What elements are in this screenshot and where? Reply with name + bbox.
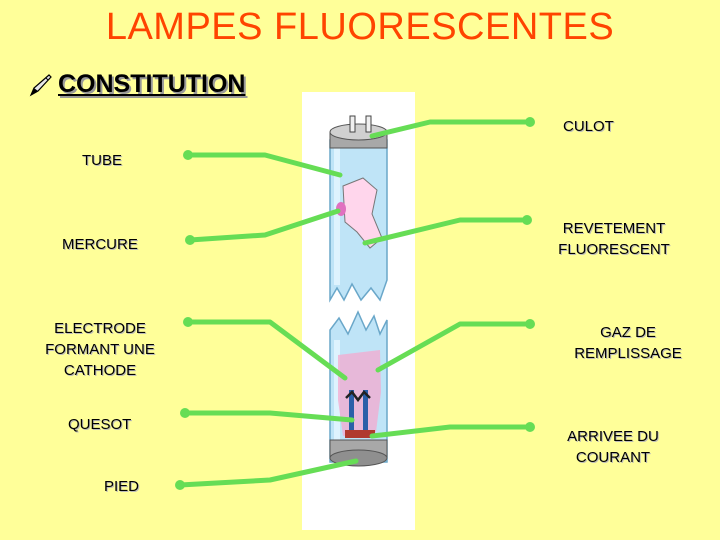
leader-lines — [177, 119, 533, 488]
leader-revetement — [362, 217, 530, 246]
label-arrivee-line2: COURANT — [575, 449, 651, 466]
label-electrode-line2: FORMANT UNE — [45, 341, 155, 358]
label-culot: CULOT — [563, 118, 614, 135]
label-mercure: MERCURE — [62, 236, 138, 253]
label-tube: TUBE — [82, 152, 123, 169]
electrode-wire-left — [349, 390, 354, 432]
label-gaz: GAZ DE REMPLISSAGE — [562, 322, 694, 364]
label-pied: PIED — [104, 478, 140, 495]
cathode-filament — [345, 390, 371, 403]
glass-highlight — [334, 145, 340, 285]
top-pin-right — [365, 115, 372, 133]
leader-arrivee — [369, 424, 533, 439]
pencil-icon — [28, 72, 54, 98]
label-gaz-line2: REMPLISSAGE — [574, 345, 682, 362]
label-arrivee-line1: ARRIVEE DU — [567, 428, 659, 445]
subtitle-text: CONSTITUTION — [58, 70, 246, 98]
leader-pied — [177, 458, 359, 488]
electrode-wire-right — [363, 390, 368, 432]
label-revetement-line1: REVETEMENT — [562, 220, 666, 237]
leader-quesot — [182, 410, 355, 423]
label-electrode-line1: ELECTRODE — [54, 320, 146, 337]
label-revetement: REVETEMENT FLUORESCENT — [546, 218, 682, 260]
leader-gaz — [375, 321, 533, 373]
leader-mercure — [187, 208, 341, 243]
top-pin-left — [349, 115, 356, 133]
quesot-base — [345, 430, 375, 438]
fluorescent-tube-illustration — [329, 115, 388, 467]
section-heading: CONSTITUTION — [28, 70, 246, 99]
label-quesot: QUESOT — [68, 416, 132, 433]
label-arrivee: ARRIVEE DU COURANT — [553, 426, 673, 468]
leader-culot — [369, 119, 533, 139]
leader-tube — [185, 152, 343, 178]
leader-endpoints — [175, 117, 535, 490]
leader-electrode — [185, 319, 348, 381]
label-gaz-line1: GAZ DE — [600, 324, 656, 341]
label-electrode: ELECTRODE FORMANT UNE CATHODE — [30, 318, 170, 381]
label-electrode-line3: CATHODE — [63, 362, 137, 379]
gas-region — [338, 350, 381, 436]
glass-highlight-lower — [334, 340, 340, 450]
page-title: LAMPES FLUORESCENTES — [105, 6, 615, 48]
label-revetement-line2: FLUORESCENT — [558, 241, 670, 258]
